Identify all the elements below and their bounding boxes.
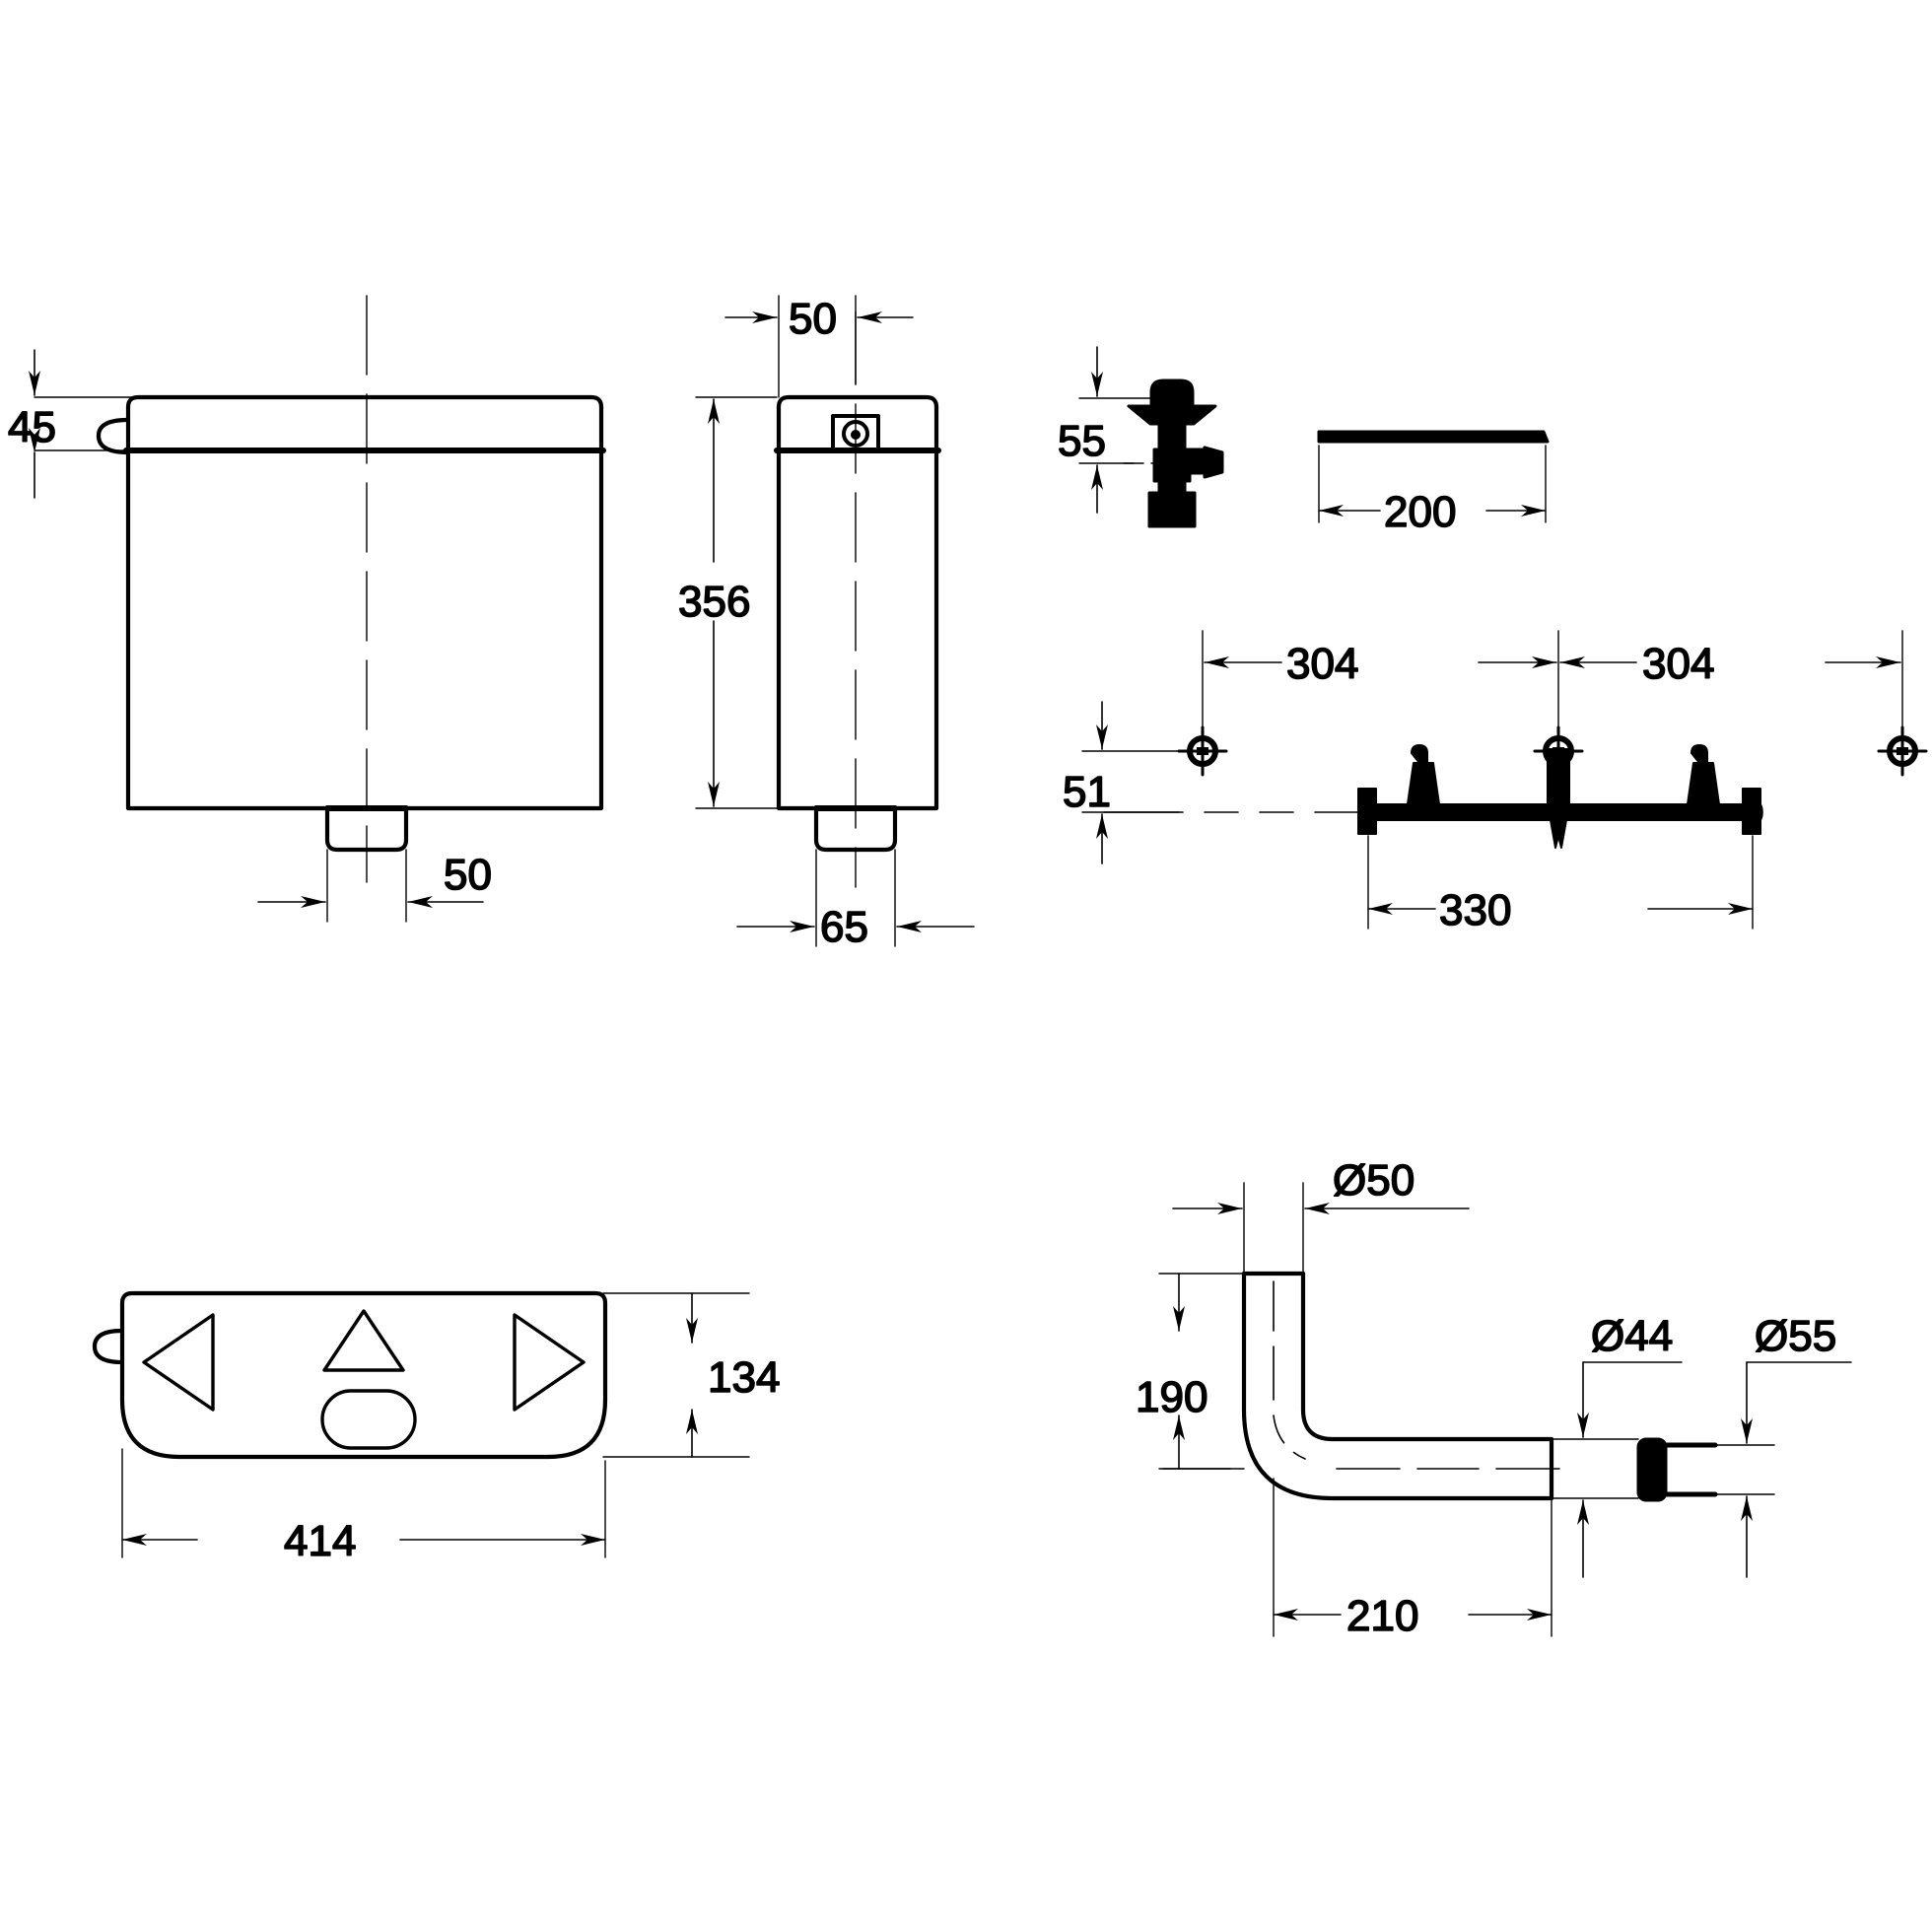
connector-bar-detail: 200 (1317, 430, 1550, 537)
dim-pipe-vertical-190: 190 (1136, 1373, 1208, 1421)
cistern-front-view: 50 45 (7, 295, 606, 923)
dim-pipe-horizontal-210: 210 (1346, 1592, 1418, 1640)
cistern-side-view: 50 356 65 (677, 294, 975, 952)
dim-rail-offset-51: 51 (1063, 768, 1111, 816)
angle-valve-detail: 55 (1057, 346, 1224, 528)
dim-seal-d55: Ø55 (1755, 1312, 1836, 1360)
dim-side-height-356: 356 (678, 578, 750, 626)
flush-pipe-elbow: Ø50 190 210 Ø44 (1135, 1155, 1852, 1641)
dim-side-top-50: 50 (789, 295, 837, 343)
dim-lid-width-414: 414 (284, 1517, 356, 1565)
screw-hole-icon (1533, 725, 1584, 777)
dim-rail-left-304: 304 (1286, 640, 1358, 688)
dim-pipe-bore-d50: Ø50 (1333, 1156, 1414, 1205)
dim-rail-right-304: 304 (1642, 640, 1714, 688)
dim-lid-depth-134: 134 (708, 1353, 780, 1402)
mounting-rail-assembly: 304 304 51 330 (1062, 630, 1928, 935)
dim-spigot-d44: Ø44 (1591, 1312, 1673, 1360)
dim-valve-55: 55 (1058, 417, 1106, 465)
dim-front-lid-45: 45 (8, 403, 56, 451)
dim-side-outlet-65: 65 (820, 903, 868, 951)
dim-bar-200: 200 (1384, 488, 1456, 536)
dim-rail-width-330: 330 (1439, 886, 1511, 934)
dim-front-outlet-50: 50 (444, 851, 492, 899)
cistern-lid-top-view: 134 414 (92, 1290, 781, 1566)
